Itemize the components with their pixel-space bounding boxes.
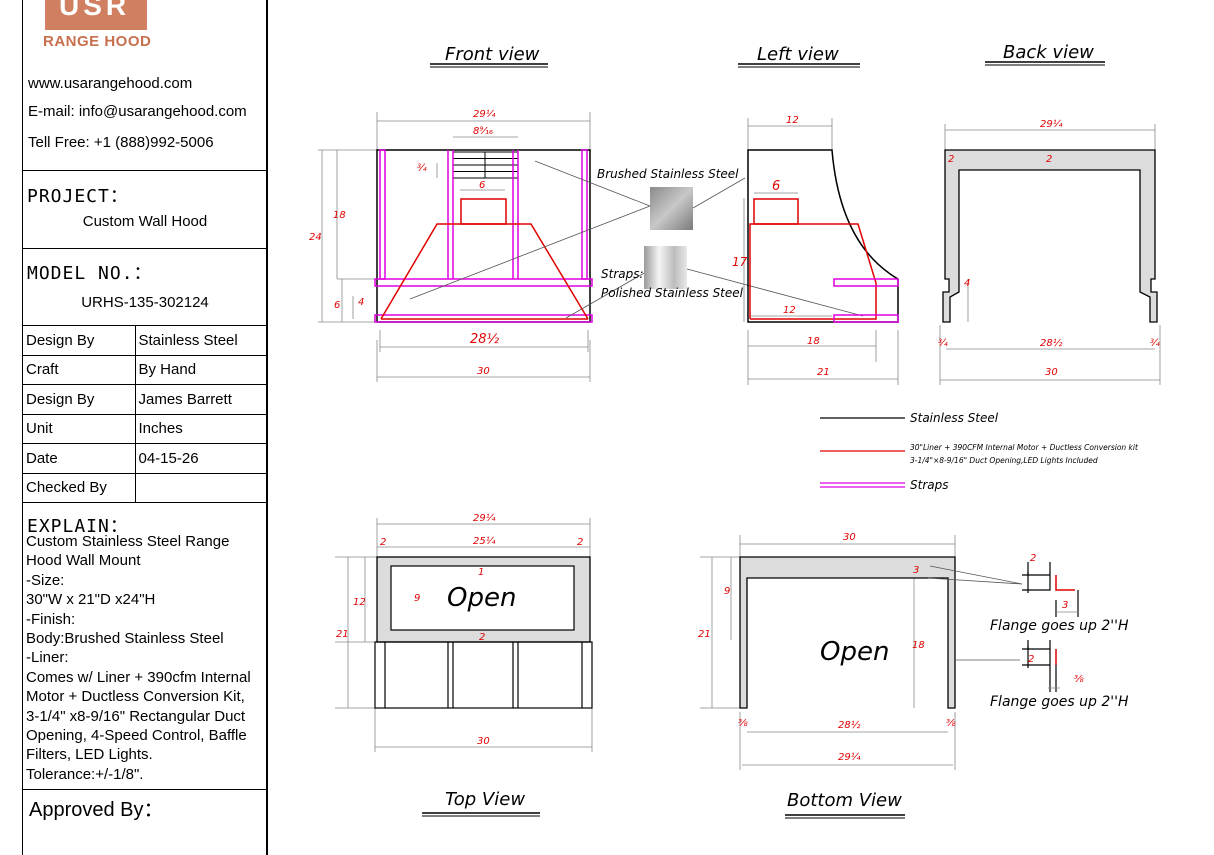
front-view-title: Front view [445, 44, 540, 65]
material-callouts: Brushed Stainless Steel Straps: Polished… [597, 167, 864, 317]
svg-text:6: 6 [334, 300, 340, 311]
svg-text:30: 30 [477, 366, 490, 377]
svg-text:18: 18 [333, 210, 346, 221]
project-value: Custom Wall Hood [82, 213, 208, 230]
svg-text:⅜: ⅜ [738, 718, 748, 729]
usr-logo: USR RANGE HOOD [33, 0, 153, 55]
left-view-title: Left view [757, 44, 839, 65]
svg-text:⅜: ⅜ [946, 718, 956, 729]
svg-text:2: 2 [1028, 654, 1034, 665]
legend-liner-label-1: 30"Liner + 390CFM Internal Motor + Ductl… [910, 443, 1139, 452]
svg-text:17: 17 [732, 255, 748, 269]
svg-text:6: 6 [479, 180, 485, 191]
svg-text:3: 3 [913, 565, 919, 576]
logo-subtitle: RANGE HOOD [43, 33, 152, 50]
bottom-view-title: Bottom View [787, 790, 902, 811]
svg-text:28½: 28½ [1040, 337, 1063, 349]
svg-text:3: 3 [1062, 600, 1068, 611]
svg-text:12: 12 [783, 305, 796, 316]
svg-text:¾: ¾ [1150, 338, 1160, 349]
model-value: URHS-135-302124 [81, 294, 209, 311]
svg-text:2: 2 [479, 632, 485, 643]
left-view: 12 6 17 12 18 21 [732, 115, 899, 385]
divider [23, 248, 266, 249]
table-row: Checked By [23, 472, 268, 503]
svg-text:¾: ¾ [938, 338, 948, 349]
svg-text:30: 30 [1045, 367, 1058, 378]
svg-text:2: 2 [577, 537, 583, 548]
front-dims: 29¼ 8⁹⁄₁₆ ¾ 6 18 24 6 4 28½ 30 [309, 108, 500, 377]
svg-text:29¼: 29¼ [1040, 118, 1063, 130]
top-view-title: Top View [445, 789, 525, 810]
legend-steel-label: Stainless Steel [910, 411, 999, 425]
brushed-steel-label: Brushed Stainless Steel [597, 167, 739, 181]
explain-label: EXPLAIN： [27, 516, 129, 537]
flange-note-2: Flange goes up 2''H [990, 694, 1129, 710]
svg-text:18: 18 [912, 640, 925, 651]
back-view: 29¼ 2 2 4 ¾ 28½ ¾ 30 [938, 118, 1161, 385]
phone-text: Tell Free: +1 (888)992-5006 [28, 134, 214, 151]
legend: Stainless Steel 30"Liner + 390CFM Intern… [820, 411, 1139, 492]
polished-steel-label: Polished Stainless Steel [601, 286, 744, 300]
svg-text:4: 4 [964, 278, 970, 289]
svg-text:30: 30 [843, 532, 856, 543]
svg-text:21: 21 [698, 629, 711, 640]
legend-liner-label-2: 3-1/4"×8-9/16" Duct Opening,LED Lights I… [910, 456, 1098, 465]
svg-text:24: 24 [309, 232, 322, 243]
polished-steel-swatch [644, 246, 687, 289]
top-view: Open 29¼ 2 25¼ 2 1 9 12 21 2 30 [335, 512, 593, 752]
svg-text:12: 12 [353, 597, 366, 608]
svg-text:25¼: 25¼ [473, 535, 496, 547]
svg-text:4: 4 [358, 297, 364, 308]
svg-text:28½: 28½ [470, 332, 500, 347]
view-titles: Front view Left view Back view Top View … [422, 42, 1105, 819]
approved-by-label: Approved By： [29, 799, 164, 821]
svg-text:21: 21 [817, 367, 830, 378]
svg-text:9: 9 [414, 593, 420, 604]
svg-text:30: 30 [477, 736, 490, 747]
svg-text:28½: 28½ [838, 719, 861, 731]
svg-text:1: 1 [478, 567, 484, 578]
svg-text:8⁹⁄₁₆: 8⁹⁄₁₆ [473, 126, 493, 137]
svg-text:6: 6 [772, 179, 780, 194]
svg-text:18: 18 [807, 336, 820, 347]
divider [23, 789, 266, 790]
logo-mark: USR [45, 0, 147, 30]
svg-text:⅜: ⅜ [1074, 674, 1084, 685]
legend-straps-label: Straps [910, 478, 948, 492]
svg-text:29¼: 29¼ [838, 751, 861, 763]
website-text: www.usarangehood.com [28, 75, 193, 92]
model-label: MODEL NO.： [27, 263, 153, 284]
svg-text:12: 12 [786, 115, 799, 126]
divider [23, 170, 266, 171]
svg-text:9: 9 [724, 586, 730, 597]
bottom-view: Open 30 3 9 21 18 ⅜ 28½ ⅜ 29¼ [698, 532, 1023, 770]
svg-text:29¼: 29¼ [473, 108, 496, 120]
svg-text:21: 21 [336, 629, 349, 640]
svg-text:2: 2 [380, 537, 386, 548]
svg-text:2: 2 [1046, 154, 1052, 165]
title-block: USR RANGE HOOD www.usarangehood.com E-ma… [22, 0, 268, 855]
svg-text:29¼: 29¼ [473, 512, 496, 524]
svg-text:¾: ¾ [417, 163, 427, 174]
straps-label: Straps: [601, 267, 644, 281]
project-label: PROJECT： [27, 186, 129, 207]
svg-text:2: 2 [1030, 553, 1036, 564]
top-open-label: Open [447, 583, 516, 613]
explain-body: Custom Stainless Steel Range Hood Wall M… [26, 533, 251, 783]
bottom-open-label: Open [820, 637, 889, 667]
back-view-title: Back view [1003, 42, 1094, 63]
brushed-steel-swatch [650, 187, 693, 230]
email-text: E-mail: info@usarangehood.com [28, 103, 247, 120]
flange-note-1: Flange goes up 2''H [990, 618, 1129, 634]
front-view: 29¼ 8⁹⁄₁₆ ¾ 6 18 24 6 4 28½ 30 [309, 108, 651, 382]
svg-text:2: 2 [948, 154, 954, 165]
flange-details: Flange goes up 2''H Flange goes up 2''H … [990, 553, 1129, 710]
